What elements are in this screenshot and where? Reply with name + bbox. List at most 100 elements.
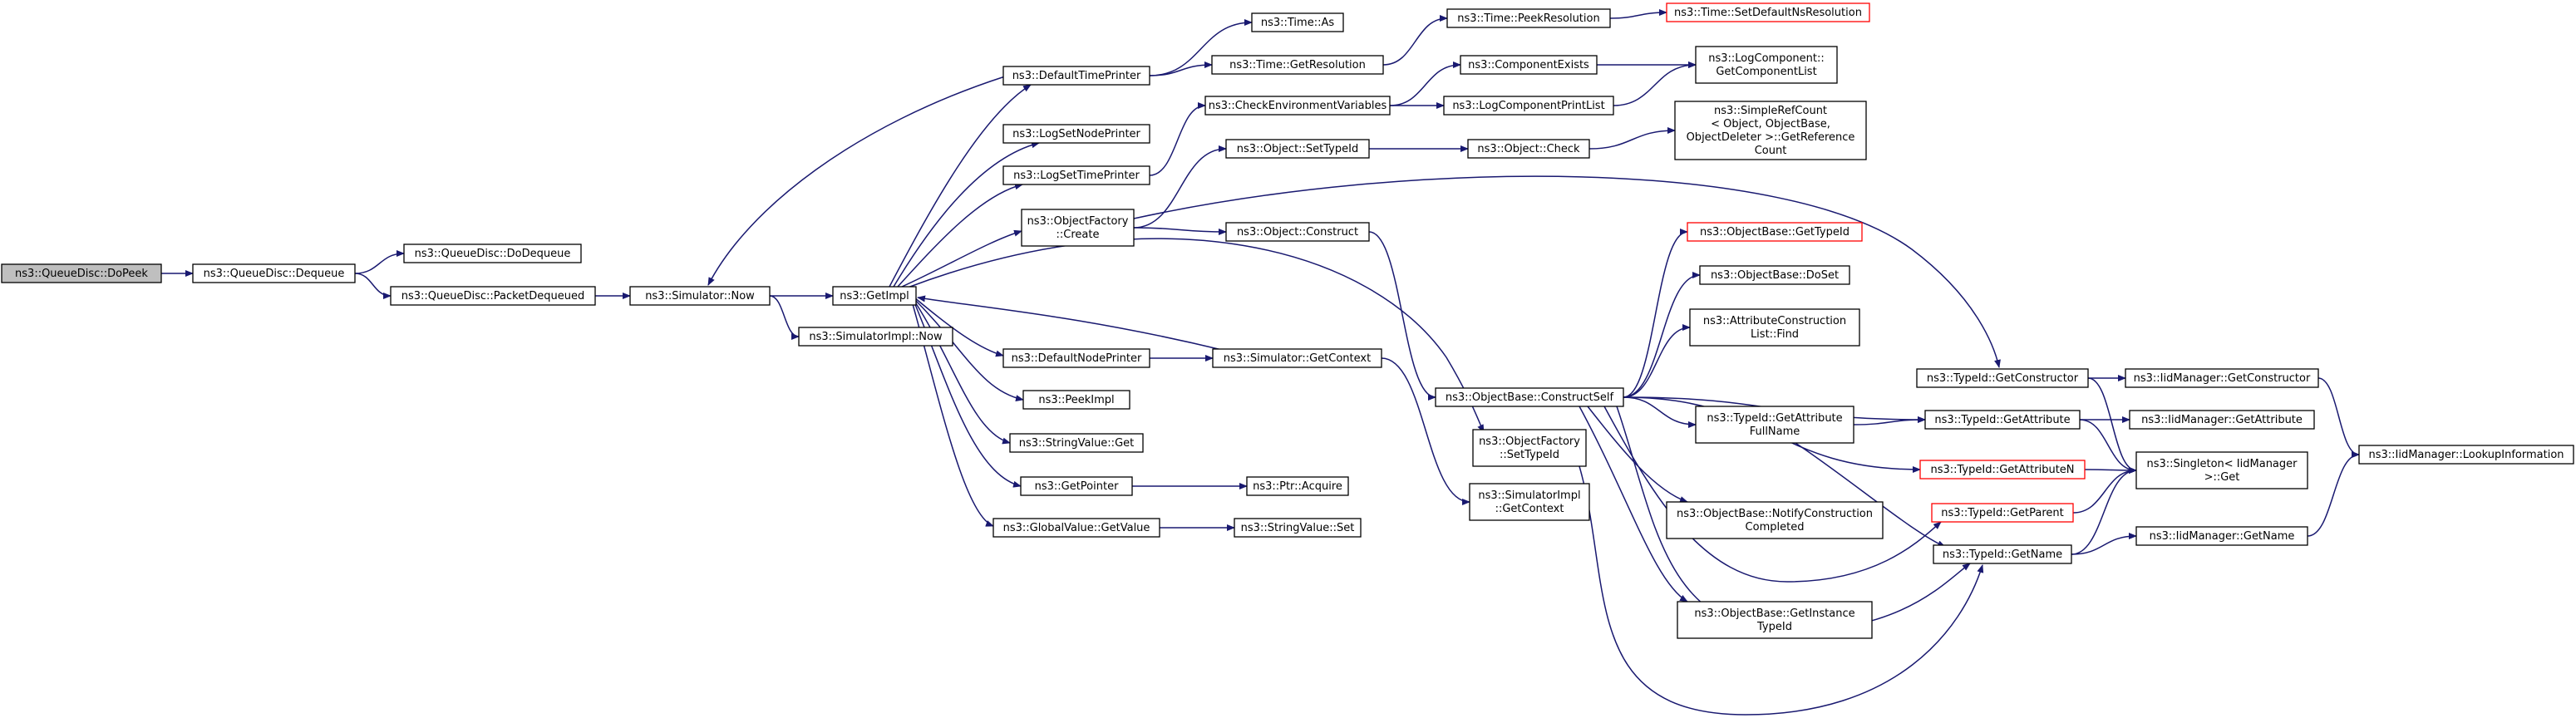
node-label: ns3::GetImpl: [840, 290, 909, 302]
node-label: ns3::SimpleRefCount: [1714, 105, 1827, 117]
edge-defaulttimeprinter-to-timegetres: [1149, 61, 1213, 76]
node-label: ::Create: [1057, 229, 1100, 241]
nodes-layer: ns3::QueueDisc::DoPeek ns3::QueueDisc::De…: [1, 2, 2574, 639]
edge-typeidgetname-to-iidgetname: [2071, 533, 2137, 555]
node-typeidgetattributen[interactable]: ns3::TypeId::GetAttributeN: [1919, 460, 2086, 480]
node-label: ObjectDeleter >::GetReference: [1687, 131, 1855, 144]
node-timepeekres[interactable]: ns3::Time::PeekResolution: [1446, 8, 1611, 28]
edge-getimpl-to-logsetnodeprinter: [893, 141, 1040, 288]
node-iidgetconstructor[interactable]: ns3::IidManager::GetConstructor: [2125, 368, 2319, 388]
node-objconstruct[interactable]: ns3::Object::Construct: [1225, 222, 1370, 242]
node-checkenv[interactable]: ns3::CheckEnvironmentVariables: [1204, 96, 1391, 116]
node-label: ns3::IidManager::GetName: [2150, 530, 2295, 543]
node-box: [1251, 12, 1344, 32]
node-objbasenotifyconstruction[interactable]: ns3::ObjectBase::NotifyConstructionCompl…: [1666, 501, 1884, 539]
node-stringvalueget[interactable]: ns3::StringValue::Get: [1009, 433, 1144, 453]
node-box: [1020, 476, 1133, 496]
node-box: [1443, 96, 1614, 116]
node-box: [1469, 483, 1590, 521]
node-box: [1225, 222, 1370, 242]
node-objbasegettypeid[interactable]: ns3::ObjectBase::GetTypeId: [1687, 222, 1863, 242]
node-box: [403, 243, 582, 263]
node-getpointer[interactable]: ns3::GetPointer: [1020, 476, 1133, 496]
node-logcomponentprintlist[interactable]: ns3::LogComponentPrintList: [1443, 96, 1614, 116]
node-dodequeue[interactable]: ns3::QueueDisc::DoDequeue: [403, 243, 582, 263]
node-iidlookup[interactable]: ns3::IidManager::LookupInformation: [2358, 445, 2574, 465]
node-label: ns3::LogComponent::: [1708, 52, 1825, 65]
edge-checkenv-to-componentexists: [1389, 61, 1461, 106]
node-objbaseconstructself[interactable]: ns3::ObjectBase::ConstructSelf: [1435, 387, 1624, 407]
node-box: [1446, 8, 1611, 28]
node-box: [1677, 601, 1873, 639]
node-timeas[interactable]: ns3::Time::As: [1251, 12, 1344, 32]
node-logcompgetlist[interactable]: ns3::LogComponent::GetComponentList: [1695, 46, 1838, 84]
node-getimpl[interactable]: ns3::GetImpl: [832, 286, 917, 306]
node-iidgetname[interactable]: ns3::IidManager::GetName: [2135, 526, 2308, 546]
node-box: [1246, 476, 1349, 496]
node-objcheck[interactable]: ns3::Object::Check: [1467, 139, 1590, 159]
node-typeidgetparent[interactable]: ns3::TypeId::GetParent: [1931, 503, 2074, 523]
node-peekimpl[interactable]: ns3::PeekImpl: [1022, 390, 1130, 410]
node-label: Completed: [1746, 521, 1805, 534]
edge-defaulttimeprinter-to-timeas: [1149, 19, 1253, 76]
node-label: ns3::ComponentExists: [1468, 59, 1589, 71]
node-simplerefcount[interactable]: ns3::SimpleRefCount< Object, ObjectBase,…: [1674, 101, 1867, 160]
node-box: [1695, 46, 1838, 84]
node-typeidgetname[interactable]: ns3::TypeId::GetName: [1933, 544, 2072, 564]
node-label: ns3::SimulatorImpl: [1478, 489, 1580, 502]
node-logsettimeprinter[interactable]: ns3::LogSetTimePrinter: [1002, 165, 1150, 185]
node-dequeue[interactable]: ns3::QueueDisc::Dequeue: [192, 263, 356, 283]
node-simimplnow[interactable]: ns3::SimulatorImpl::Now: [798, 327, 953, 347]
node-timesetdefaultns[interactable]: ns3::Time::SetDefaultNsResolution: [1666, 2, 1870, 22]
node-objfactorysettypeid[interactable]: ns3::ObjectFactory::SetTypeId: [1472, 429, 1587, 467]
node-objbasedoset[interactable]: ns3::ObjectBase::DoSet: [1699, 265, 1850, 285]
node-defaultnodeprinter[interactable]: ns3::DefaultNodePrinter: [1002, 348, 1150, 368]
edge-objbaseconstructself-to-objbasegettypeid: [1623, 229, 1688, 398]
node-defaulttimeprinter[interactable]: ns3::DefaultTimePrinter: [1002, 66, 1150, 86]
edge-simgetcontext-to-getimpl: [917, 295, 1223, 351]
node-dopeek[interactable]: ns3::QueueDisc::DoPeek: [1, 263, 162, 283]
node-timegetres[interactable]: ns3::Time::GetResolution: [1211, 55, 1384, 75]
node-label: ns3::Time::GetResolution: [1229, 59, 1366, 71]
node-simnow[interactable]: ns3::Simulator::Now: [629, 286, 771, 306]
node-simgetcontext[interactable]: ns3::Simulator::GetContext: [1212, 348, 1382, 368]
node-label: ns3::DefaultTimePrinter: [1012, 70, 1141, 82]
node-iidgetattribute[interactable]: ns3::IidManager::GetAttribute: [2129, 410, 2315, 430]
node-box: [1924, 410, 2081, 430]
node-componentexists[interactable]: ns3::ComponentExists: [1460, 55, 1598, 75]
node-globalvalueget[interactable]: ns3::GlobalValue::GetValue: [992, 518, 1160, 538]
edge-objbaseconstructself-to-objbasegetinstancetypeid: [1579, 406, 1688, 602]
node-label: ns3::QueueDisc::PacketDequeued: [401, 290, 585, 302]
node-stringvalueset[interactable]: ns3::StringValue::Set: [1234, 518, 1362, 538]
node-packetdequeued[interactable]: ns3::QueueDisc::PacketDequeued: [390, 286, 596, 306]
node-box: [1472, 429, 1587, 467]
node-label: < Object, ObjectBase,: [1711, 118, 1830, 130]
node-box: [1666, 2, 1870, 22]
node-objsettypeid[interactable]: ns3::Object::SetTypeId: [1225, 139, 1370, 159]
node-objfactorycreate[interactable]: ns3::ObjectFactory::Create: [1021, 209, 1135, 247]
node-box: [2135, 526, 2308, 546]
node-singletonget[interactable]: ns3::Singleton< IidManager >::Get: [2135, 451, 2308, 489]
node-label: ns3::StringValue::Set: [1241, 522, 1355, 534]
node-label: ns3::TypeId::GetAttribute: [1707, 412, 1842, 425]
node-typeidgetattribute[interactable]: ns3::TypeId::GetAttribute: [1924, 410, 2081, 430]
edge-dequeue-to-dodequeue: [354, 250, 405, 274]
node-box: [1211, 55, 1384, 75]
node-box: [1234, 518, 1362, 538]
node-ptracquire[interactable]: ns3::Ptr::Acquire: [1246, 476, 1349, 496]
edge-typeidgetattribute-to-singletonget: [2079, 419, 2137, 474]
node-typeidgetconstructor[interactable]: ns3::TypeId::GetConstructor: [1916, 368, 2089, 388]
node-label: ns3::ObjectBase::DoSet: [1711, 269, 1839, 282]
node-box: [2125, 368, 2319, 388]
node-simimplgetcontext[interactable]: ns3::SimulatorImpl::GetContext: [1469, 483, 1590, 521]
node-label: ns3::Time::As: [1261, 17, 1335, 29]
node-logsetnodeprinter[interactable]: ns3::LogSetNodePrinter: [1002, 124, 1150, 144]
node-box: [1467, 139, 1590, 159]
node-label: ns3::SimulatorImpl::Now: [809, 331, 943, 343]
node-box: [992, 518, 1160, 538]
node-label: ns3::StringValue::Get: [1019, 437, 1134, 450]
node-label: ns3::ObjectFactory: [1027, 215, 1129, 228]
